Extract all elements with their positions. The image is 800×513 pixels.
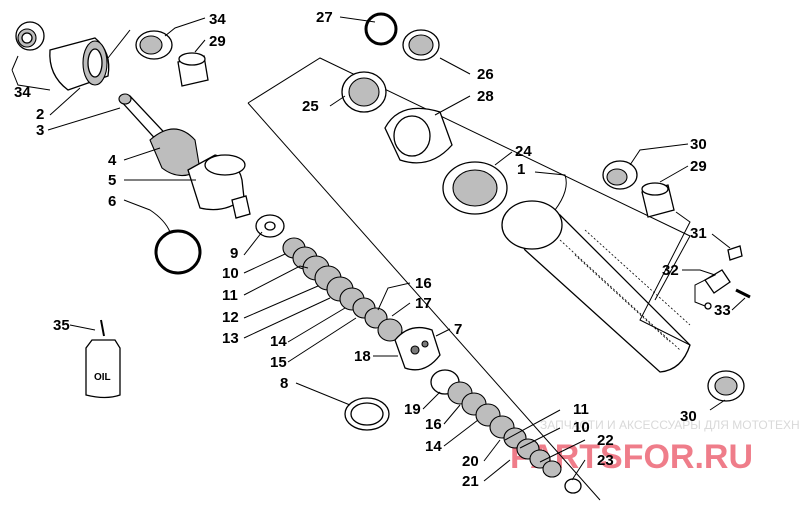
callout-2: 2 xyxy=(36,106,44,123)
part-25-cap xyxy=(341,71,387,113)
callout-17: 17 xyxy=(415,295,432,312)
part-1-body xyxy=(501,200,691,373)
callout-27: 27 xyxy=(316,9,333,26)
callout-1: 1 xyxy=(517,161,525,178)
callout-10: 10 xyxy=(222,265,239,282)
callout-14: 14 xyxy=(270,333,287,350)
part-30-bushing-lower xyxy=(707,370,745,402)
callout-11-secondary: 11 xyxy=(573,401,589,418)
watermark-caption: ЗАПЧАСТИ И АКСЕССУАРЫ ДЛЯ МОТОТЕХНИКИ xyxy=(540,418,800,432)
callout-34-secondary: 34 xyxy=(14,84,31,101)
callout-4: 4 xyxy=(108,152,117,169)
shim-stack-upper xyxy=(282,237,403,342)
part-31-screw xyxy=(727,245,743,261)
callout-31: 31 xyxy=(690,225,707,242)
part-34-bushing xyxy=(15,21,45,51)
callout-28: 28 xyxy=(477,88,494,105)
callout-10-secondary: 10 xyxy=(573,419,590,436)
callout-20: 20 xyxy=(462,453,479,470)
callout-34: 34 xyxy=(209,11,226,28)
leader-lines xyxy=(11,16,746,482)
callout-8: 8 xyxy=(280,375,288,392)
callout-9: 9 xyxy=(230,245,238,262)
callout-29: 29 xyxy=(209,33,226,50)
part-5-cap xyxy=(187,154,251,219)
oil-bottle-label: OIL xyxy=(94,372,111,383)
shim-stack-lower xyxy=(430,369,582,494)
callout-33: 33 xyxy=(714,302,731,319)
callout-labels: 1 2 3 4 5 6 7 8 9 10 11 12 13 14 15 16 1… xyxy=(14,9,731,490)
part-35-oil-bottle xyxy=(85,319,121,399)
part-9-washer xyxy=(255,214,285,238)
callout-13: 13 xyxy=(222,330,239,347)
callout-26: 26 xyxy=(477,66,494,83)
part-24-seal xyxy=(442,161,508,215)
frame-line-left xyxy=(247,102,601,501)
callout-30-secondary: 30 xyxy=(680,408,697,425)
frame-line-right xyxy=(654,235,691,301)
part-28-bearing xyxy=(384,107,453,164)
callout-35: 35 xyxy=(53,317,70,334)
callout-22: 22 xyxy=(597,432,614,449)
part-29-sleeve-right xyxy=(641,182,675,218)
callout-3: 3 xyxy=(36,122,44,139)
callout-7: 7 xyxy=(454,321,462,338)
part-26-ring xyxy=(402,29,440,61)
part-2-eyelet xyxy=(49,37,110,91)
callout-16-secondary: 16 xyxy=(425,416,442,433)
callout-15: 15 xyxy=(270,354,287,371)
callout-29-secondary: 29 xyxy=(690,158,707,175)
part-34-bushing-2 xyxy=(135,30,173,60)
callout-16: 16 xyxy=(415,275,432,292)
callout-11: 11 xyxy=(222,287,238,304)
callout-19: 19 xyxy=(404,401,421,418)
callout-5: 5 xyxy=(108,172,116,189)
part-33-pin xyxy=(735,288,751,299)
part-29-sleeve xyxy=(177,52,209,87)
callout-21: 21 xyxy=(462,473,479,490)
callout-23: 23 xyxy=(597,452,614,469)
callout-18: 18 xyxy=(354,348,371,365)
callout-24: 24 xyxy=(515,143,532,160)
callout-30: 30 xyxy=(690,136,707,153)
callout-6: 6 xyxy=(108,193,116,210)
part-7-piston xyxy=(394,326,441,371)
part-30-bushing-upper xyxy=(602,160,638,190)
part-6-o-ring xyxy=(154,229,202,275)
part-27-o-ring xyxy=(364,12,398,46)
callout-14-secondary: 14 xyxy=(425,438,442,455)
part-8-band xyxy=(344,397,390,431)
callout-12: 12 xyxy=(222,309,239,326)
frame-line-top xyxy=(247,57,691,237)
callout-32: 32 xyxy=(662,262,679,279)
callout-25: 25 xyxy=(302,98,319,115)
